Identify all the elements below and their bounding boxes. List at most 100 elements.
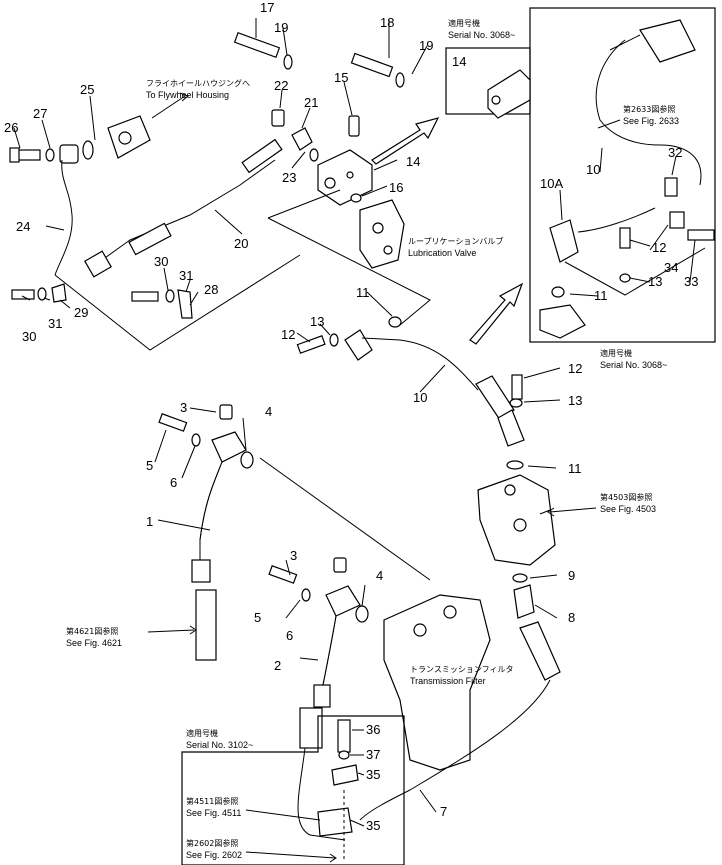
callout-36: 36 — [366, 722, 380, 737]
hose-10 — [361, 337, 479, 391]
callout-3a: 3 — [180, 400, 187, 415]
callout-4b: 4 — [376, 568, 383, 583]
bolt-26-head — [9, 147, 20, 163]
callout-29: 29 — [74, 305, 88, 320]
callout-22: 22 — [274, 78, 288, 93]
serial-3102-en: Serial No. 3102~ — [186, 740, 253, 750]
fitting-32 — [664, 177, 678, 197]
callout-23: 23 — [282, 170, 296, 185]
flywheel-note-en: To Flywheel Housing — [146, 90, 229, 100]
callout-1: 1 — [146, 514, 153, 529]
callout-31b: 31 — [48, 316, 62, 331]
bolt-5a — [158, 413, 188, 432]
hose-7 — [359, 679, 551, 821]
callout-33: 33 — [684, 274, 698, 289]
trans-filter-jp: トランスミッションフィルタ — [410, 665, 513, 674]
callout-11c: 11 — [594, 288, 608, 303]
flywheel-note-jp: フライホイールハウジングへ — [146, 78, 250, 88]
bolt-30b — [131, 291, 159, 302]
fitting-10A — [549, 219, 579, 263]
callout-18: 18 — [380, 15, 394, 30]
fitting-8 — [513, 584, 535, 619]
callout-35b: 35 — [366, 818, 380, 833]
elbow-21 — [291, 127, 313, 151]
oring-16 — [350, 193, 362, 203]
clamp-35b — [317, 807, 353, 837]
fig2633-jp: 第2633図参照 — [623, 104, 675, 114]
callout-8: 8 — [568, 610, 575, 625]
serial-3068b-en: Serial No. 3068~ — [600, 360, 667, 370]
fig4511-en: See Fig. 4511 — [186, 808, 241, 818]
callout-24: 24 — [16, 219, 30, 234]
oring-11c — [551, 286, 565, 298]
inset-serial-3068 — [529, 7, 716, 343]
callout-10A: 10A — [540, 176, 563, 191]
fig4621-jp: 第4621図参照 — [66, 626, 118, 636]
callout-14a: 14 — [406, 154, 420, 169]
callout-10a: 10 — [413, 390, 427, 405]
lube-valve-en: Lubrication Valve — [408, 248, 476, 258]
callout-13c: 13 — [648, 274, 662, 289]
callout-5a: 5 — [146, 458, 153, 473]
plug-15 — [348, 115, 360, 137]
callout-20: 20 — [234, 236, 248, 251]
flange-2 — [325, 585, 361, 617]
serial-3068-jp: 適用号機 — [448, 18, 480, 28]
lubrication-valve — [359, 199, 405, 269]
inset-serial-3068-block — [445, 47, 531, 119]
callout-13a: 13 — [310, 314, 324, 329]
oring-4b — [355, 605, 369, 623]
plug-22 — [271, 109, 285, 127]
fig2602-jp: 第2602図参照 — [186, 838, 238, 848]
callout-35a: 35 — [366, 767, 380, 782]
bolt-30 — [11, 289, 35, 300]
fig2633-en: See Fig. 2633 — [623, 116, 679, 126]
callout-6a: 6 — [170, 475, 177, 490]
lube-valve-jp: ループリケーションバルブ — [408, 236, 503, 246]
oring-4a — [240, 451, 254, 469]
reference-notes: フライホイールハウジングへ To Flywheel Housing 適用号機 S… — [66, 18, 679, 863]
washer-6a — [191, 433, 201, 447]
washer-31b — [165, 289, 175, 303]
serial-3068b-jp: 適用号機 — [600, 348, 632, 358]
callout-14b: 14 — [452, 54, 466, 69]
oring-11a — [388, 316, 402, 328]
washer-13a — [329, 333, 339, 347]
callout-31a: 31 — [179, 268, 193, 283]
bolt-17 — [233, 32, 281, 58]
washer-27 — [45, 148, 55, 162]
oring-11b — [506, 460, 524, 470]
washer-13b — [509, 398, 523, 408]
transmission-filter — [383, 594, 491, 771]
pipe-1 — [199, 461, 223, 565]
callout-2: 2 — [274, 658, 281, 673]
trans-filter-en: Transmission Filter — [410, 676, 486, 686]
callout-5b: 5 — [254, 610, 261, 625]
callout-15: 15 — [334, 70, 348, 85]
callout-11a: 11 — [356, 285, 370, 300]
clamp-35a — [331, 764, 359, 786]
oring-25 — [82, 140, 94, 160]
bolt-26 — [17, 149, 41, 161]
clamp-28 — [177, 289, 193, 319]
washer-37 — [338, 750, 350, 760]
fig4503-jp: 第4503図参照 — [600, 492, 652, 502]
callout-16: 16 — [389, 180, 403, 195]
callout-19b: 19 — [419, 38, 433, 53]
callout-6b: 6 — [286, 628, 293, 643]
inset-frame — [529, 7, 716, 343]
callout-26: 26 — [4, 120, 18, 135]
fig2602-en: See Fig. 2602 — [186, 850, 242, 860]
bolt-5b — [268, 565, 298, 584]
hose-to-4621 — [195, 589, 217, 661]
callout-19a: 19 — [274, 20, 288, 35]
washer-31 — [37, 287, 47, 301]
callout-21: 21 — [304, 95, 318, 110]
oring-9 — [512, 573, 528, 583]
callout-28: 28 — [204, 282, 218, 297]
oring-23 — [309, 148, 319, 162]
flange-fitting — [59, 144, 79, 164]
callout-13b: 13 — [568, 393, 582, 408]
transmission-assembly — [158, 374, 561, 841]
bolt-36 — [337, 719, 351, 753]
